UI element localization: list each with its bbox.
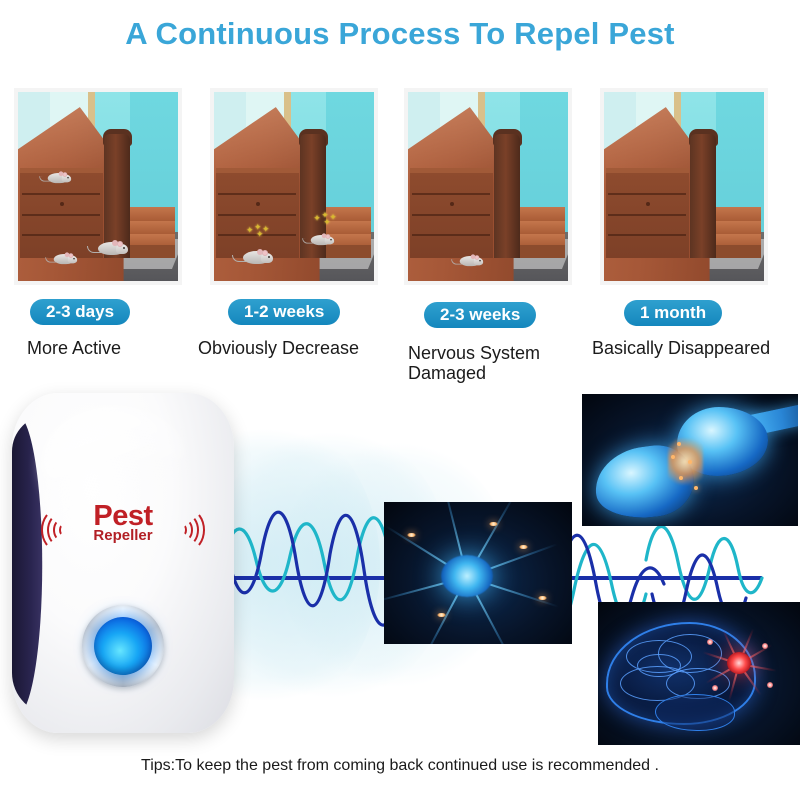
stair-riser <box>313 245 371 259</box>
led-indicator <box>94 617 152 675</box>
mouse-icon <box>87 238 132 255</box>
neuron-image <box>384 502 572 644</box>
logo-text-pest: Pest <box>93 500 153 532</box>
stage-badge-2: 2-3 weeks <box>424 302 537 328</box>
pest-repeller-device[interactable]: Pest Repeller <box>12 393 234 733</box>
newel-post <box>494 133 520 259</box>
dresser <box>605 167 689 259</box>
stage-panel-3 <box>600 88 768 285</box>
stair-step <box>326 207 371 221</box>
mouse-icon <box>45 251 81 265</box>
page-title: A Continuous Process To Repel Pest <box>125 16 675 51</box>
stair-step <box>130 207 175 221</box>
cerebellum <box>654 693 736 731</box>
stair-riser <box>117 245 175 259</box>
stair-step <box>507 233 565 247</box>
stair-step <box>319 220 371 234</box>
logo-text-repeller: Repeller <box>93 527 153 544</box>
power-button[interactable] <box>82 605 164 687</box>
stair-step <box>520 207 565 221</box>
dresser <box>19 167 103 259</box>
stair-riser <box>703 245 761 259</box>
stage-panel-group: ✦✦✦✦ ✦✦✦✦ <box>0 88 800 288</box>
dresser <box>409 167 493 259</box>
stair-step <box>123 220 175 234</box>
stair-step <box>716 207 761 221</box>
brain-image <box>598 602 800 745</box>
neuron-soma <box>440 554 493 597</box>
mouse-icon <box>38 169 74 183</box>
mouse-icon <box>231 247 277 264</box>
stage-caption-0: More Active <box>27 338 122 358</box>
dizzy-marks-icon: ✦✦✦✦ <box>313 210 337 228</box>
dresser <box>215 167 299 259</box>
stair-step <box>513 220 565 234</box>
neuron-burst <box>699 628 780 705</box>
synaptic-gap <box>668 433 703 490</box>
device-gloss-highlight <box>40 407 190 527</box>
stage-panel-0 <box>14 88 182 285</box>
newel-post <box>690 133 716 259</box>
stair-step <box>709 220 761 234</box>
mouse-icon <box>301 232 338 246</box>
dizzy-marks-icon: ✦✦✦✦ <box>246 221 270 239</box>
stage-panel-1: ✦✦✦✦ ✦✦✦✦ <box>210 88 378 285</box>
scene-illustration-0 <box>18 92 178 281</box>
stage-badge-3: 1 month <box>624 300 723 326</box>
pest-repeller-logo: Pest Repeller <box>41 500 205 563</box>
sound-wave-left-icon <box>39 509 69 551</box>
sound-wave-right-icon <box>177 509 207 551</box>
stage-caption-1: Obviously Decrease <box>198 338 360 358</box>
stair-riser <box>507 245 565 259</box>
scene-illustration-1: ✦✦✦✦ ✦✦✦✦ <box>214 92 374 281</box>
stair-step <box>117 233 175 247</box>
scene-illustration-2 <box>408 92 568 281</box>
newel-post <box>104 133 130 259</box>
synapse-image <box>582 394 798 526</box>
stage-caption-3: Basically Disappeared <box>592 338 771 358</box>
tips-text: Tips:To keep the pest from coming back c… <box>141 757 659 774</box>
stage-caption-2: Nervous System Damaged <box>408 343 541 384</box>
stage-panel-2 <box>404 88 572 285</box>
stage-badge-0: 2-3 days <box>30 299 131 325</box>
scene-illustration-3 <box>604 92 764 281</box>
mouse-icon <box>451 253 487 266</box>
stair-step <box>703 233 761 247</box>
stage-badge-1: 1-2 weeks <box>228 299 341 325</box>
